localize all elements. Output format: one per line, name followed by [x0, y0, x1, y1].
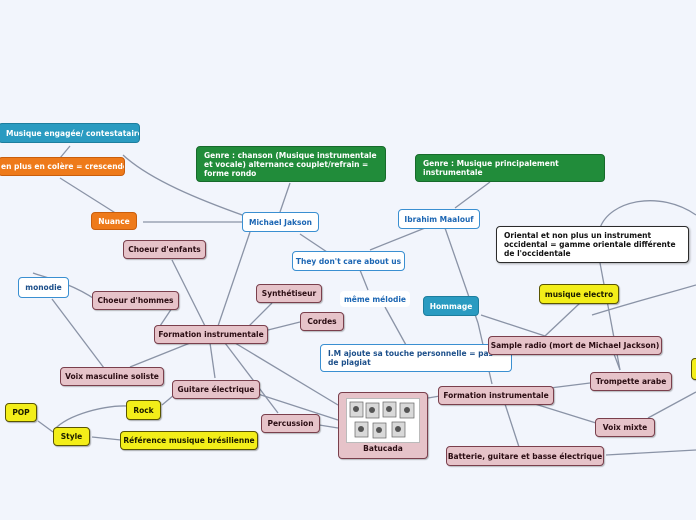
node-genre-chanson[interactable]: Genre : chanson (Musique instrumentale e…: [196, 146, 386, 182]
node-meme-melodie[interactable]: même mélodie: [340, 291, 410, 307]
node-monodie[interactable]: monodie: [18, 277, 69, 298]
node-choeur-hommes[interactable]: Choeur d'hommes: [92, 291, 179, 310]
node-colere[interactable]: en plus en colère = crescendo: [0, 157, 125, 176]
node-guitare-electrique[interactable]: Guitare électrique: [172, 380, 260, 399]
batucada-label: Batucada: [363, 444, 403, 453]
node-batterie[interactable]: Batterie, guitare et basse électrique: [446, 446, 604, 466]
node-choeur-enfants[interactable]: Choeur d'enfants: [123, 240, 206, 259]
node-voix-mixte[interactable]: Voix mixte: [595, 418, 655, 437]
node-pop[interactable]: POP: [5, 403, 37, 422]
node-batucada[interactable]: Batucada: [338, 392, 428, 459]
node-ref-bresilienne[interactable]: Référence musique brésilienne: [120, 431, 258, 450]
node-michael-jackson[interactable]: Michael Jakson: [242, 212, 319, 232]
node-formation-instrumentale-right[interactable]: Formation instrumentale: [438, 386, 554, 405]
node-musique-engagee[interactable]: Musique engagée/ contestataire: [0, 123, 140, 143]
node-hommage[interactable]: Hommage: [423, 296, 479, 316]
node-oriental[interactable]: Oriental et non plus un instrument occid…: [496, 226, 689, 263]
batucada-image: [346, 398, 420, 443]
node-trompette-arabe[interactable]: Trompette arabe: [590, 372, 672, 391]
node-ibrahim-maalouf[interactable]: Ibrahim Maalouf: [398, 209, 480, 229]
node-rock[interactable]: Rock: [126, 400, 161, 420]
node-musique-electro[interactable]: musique electro: [539, 284, 619, 304]
node-formation-instrumentale-left[interactable]: Formation instrumentale: [154, 325, 268, 344]
node-im-ajoute[interactable]: I.M ajoute sa touche personnelle = pas d…: [320, 344, 512, 372]
node-cordes[interactable]: Cordes: [300, 312, 344, 331]
node-synthetiseur[interactable]: Synthétiseur: [256, 284, 322, 303]
node-voix-masculine[interactable]: Voix masculine soliste: [60, 367, 164, 386]
node-style[interactable]: Style: [53, 427, 90, 446]
node-offscreen-edge[interactable]: [691, 358, 696, 380]
node-percussion[interactable]: Percussion: [261, 414, 320, 433]
node-genre-instrumentale[interactable]: Genre : Musique principalement instrumen…: [415, 154, 605, 182]
node-nuance[interactable]: Nuance: [91, 212, 137, 230]
node-theme[interactable]: They don't care about us: [292, 251, 405, 271]
node-sample-radio[interactable]: Sample radio (mort de Michael Jackson): [488, 336, 662, 355]
